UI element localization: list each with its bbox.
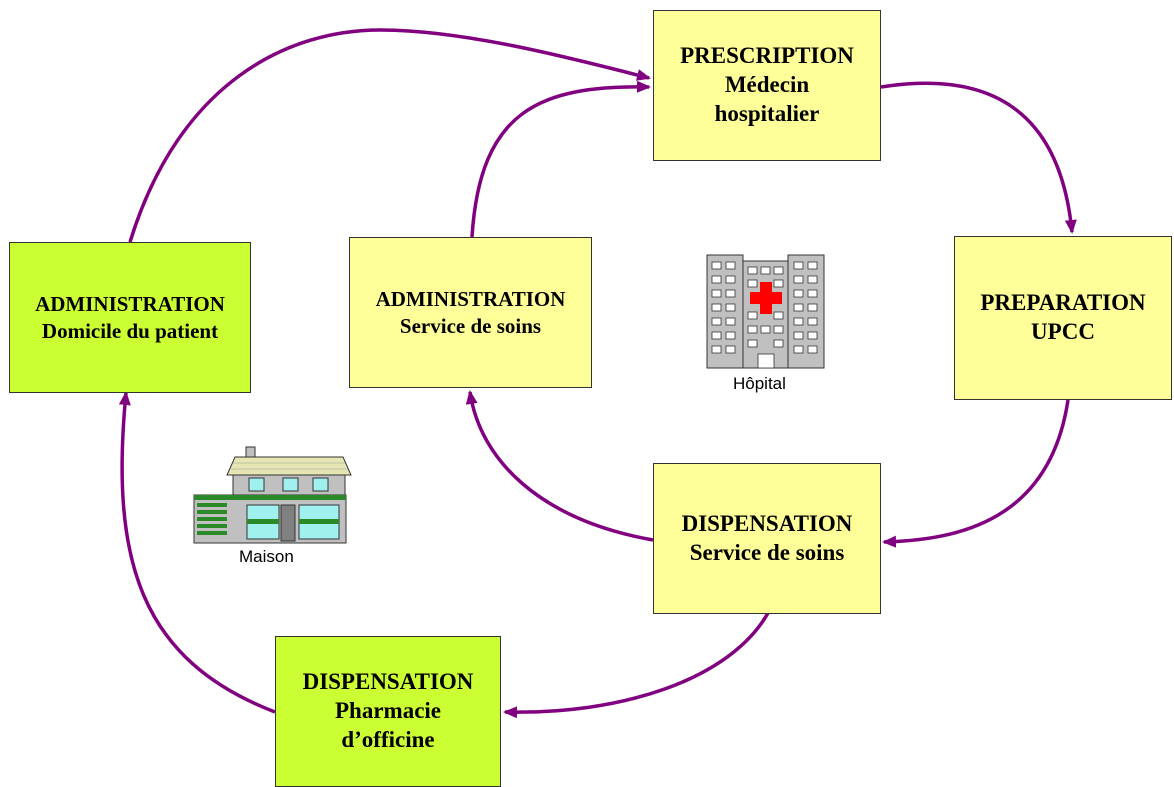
hospital-building-icon [706,252,826,372]
node-preparation-line2: UPCC [1031,319,1095,344]
arrow-prescription-to-preparation [880,81,1077,234]
arrow-administration-domicile-to-prescription [128,28,651,243]
node-dispensation-service-title: DISPENSATION [681,510,853,536]
node-preparation-title: PREPARATION [980,290,1146,316]
node-prescription: PRESCRIPTION Médecin hospitalier [653,10,881,161]
node-prescription-line3: hospitalier [714,100,820,126]
node-dispensation-pharmacie: DISPENSATION Pharmacie d’officine [275,636,501,787]
node-dispensation-pharmacie-title: DISPENSATION [302,669,474,695]
node-administration-service-title: ADMINISTRATION [375,287,566,312]
node-administration-service: ADMINISTRATION Service de soins [349,237,592,388]
arrow-dispensation-service-to-administration-service [465,390,654,542]
node-dispensation-service-line2: Service de soins [689,539,845,565]
node-administration-domicile-title: ADMINISTRATION [35,292,225,317]
house-icon [193,445,353,545]
node-prescription-line2: Médecin [724,72,810,98]
node-administration-domicile-line2: Domicile du patient [41,318,219,343]
arrow-dispensation-service-to-pharmacie [503,612,770,719]
arrow-pharmacie-to-administration-domicile [118,391,276,714]
house-label: Maison [239,547,294,566]
arrow-administration-service-to-prescription [470,80,651,238]
red-cross-icon [750,282,782,314]
node-preparation: PREPARATION UPCC [954,236,1172,400]
node-administration-service-line2: Service de soins [399,313,542,338]
node-administration-domicile: ADMINISTRATION Domicile du patient [9,242,251,393]
node-dispensation-pharmacie-line3: d’officine [341,726,435,752]
hospital-label: Hôpital [733,374,786,393]
node-dispensation-pharmacie-line2: Pharmacie [334,698,441,724]
node-prescription-title: PRESCRIPTION [680,43,854,69]
node-dispensation-service: DISPENSATION Service de soins [653,463,881,614]
arrow-preparation-to-dispensation-service [882,399,1070,548]
